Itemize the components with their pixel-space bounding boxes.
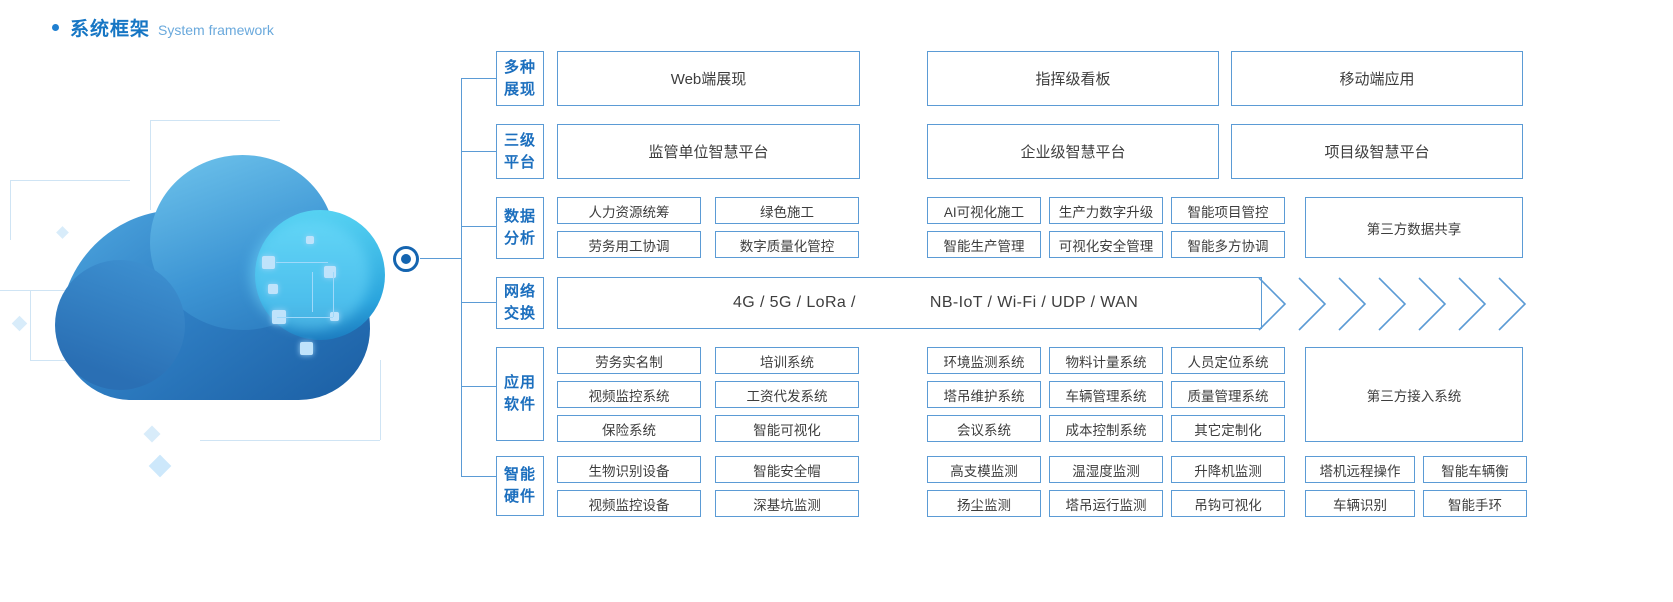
cell-crane-operation-monitoring[interactable]: 塔吊运行监测 [1049, 490, 1163, 517]
cell-vehicle-recognition[interactable]: 车辆识别 [1305, 490, 1415, 517]
cell-smart-helmet[interactable]: 智能安全帽 [715, 456, 859, 483]
row-label-line1: 智能 [503, 466, 536, 484]
cell-hoist-monitoring[interactable]: 升降机监测 [1171, 456, 1285, 483]
cell-tower-remote-operation[interactable]: 塔机远程操作 [1305, 456, 1415, 483]
row-network-exchange: 网络 交换 [496, 277, 544, 329]
box-project-platform[interactable]: 项目级智慧平台 [1231, 124, 1523, 179]
cell-hr-planning[interactable]: 人力资源统筹 [557, 197, 701, 224]
cloud-illustration [0, 60, 470, 530]
cell-vehicle-management[interactable]: 车辆管理系统 [1049, 381, 1163, 408]
cell-labor-coordination[interactable]: 劳务用工协调 [557, 231, 701, 258]
row-label-smart-hardware: 智能 硬件 [496, 456, 544, 516]
group-smart-hardware-left: 生物识别设备 智能安全帽 视频监控设备 深基坑监测 [557, 456, 860, 517]
tree-connector [406, 46, 501, 516]
connection-hub-node-icon [393, 246, 419, 272]
cell-cost-control[interactable]: 成本控制系统 [1049, 415, 1163, 442]
row-label-line1: 网络 [503, 283, 536, 301]
row-label-line2: 分析 [503, 230, 536, 247]
row-smart-hardware: 智能 硬件 [496, 456, 544, 516]
row-label-line2: 平台 [503, 153, 536, 171]
row-label-network-exchange: 网络 交换 [496, 277, 544, 329]
box-command-dashboard[interactable]: 指挥级看板 [927, 51, 1219, 106]
group-smart-hardware-right: 塔机远程操作 智能车辆衡 车辆识别 智能手环 [1305, 456, 1527, 517]
row-label-line1: 三级 [503, 131, 536, 149]
page-title: 系统框架 [70, 19, 151, 40]
group-data-analysis-left: 人力资源统筹 绿色施工 劳务用工协调 数字质量化管控 [557, 197, 860, 258]
cell-insurance-system[interactable]: 保险系统 [557, 415, 701, 442]
box-network-protocols[interactable]: 4G / 5G / LoRa / NB-IoT / Wi-Fi / UDP / … [557, 277, 1262, 329]
cell-dust-monitoring[interactable]: 扬尘监测 [927, 490, 1041, 517]
row-label-line1: 应用 [503, 374, 536, 392]
box-third-party-access-system[interactable]: 第三方接入系统 [1305, 347, 1523, 442]
group-app-software-left: 劳务实名制 培训系统 视频监控系统 工资代发系统 保险系统 智能可视化 [557, 347, 860, 442]
cell-temp-humidity-monitoring[interactable]: 温湿度监测 [1049, 456, 1163, 483]
group-smart-hardware-mid: 高支模监测 温湿度监测 升降机监测 扬尘监测 塔吊运行监测 吊钩可视化 [927, 456, 1297, 517]
cell-crane-maintenance[interactable]: 塔吊维护系统 [927, 381, 1041, 408]
cell-video-device[interactable]: 视频监控设备 [557, 490, 701, 517]
cell-smart-visualization[interactable]: 智能可视化 [715, 415, 859, 442]
cell-high-formwork-monitoring[interactable]: 高支模监测 [927, 456, 1041, 483]
cell-environment-monitoring[interactable]: 环境监测系统 [927, 347, 1041, 374]
row-application-software: 应用 软件 [496, 347, 544, 441]
group-app-software-mid: 环境监测系统 物料计量系统 人员定位系统 塔吊维护系统 车辆管理系统 质量管理系… [927, 347, 1297, 442]
bullet-dot-icon [52, 24, 59, 31]
row-data-analysis: 数据 分析 [496, 197, 544, 259]
cell-smart-wristband[interactable]: 智能手环 [1423, 490, 1527, 517]
cell-personnel-positioning[interactable]: 人员定位系统 [1171, 347, 1285, 374]
row-label-line2: 交换 [503, 305, 536, 322]
box-web-presentation[interactable]: Web端展现 [557, 51, 860, 106]
cell-green-construction[interactable]: 绿色施工 [715, 197, 859, 224]
cell-video-surveillance[interactable]: 视频监控系统 [557, 381, 701, 408]
cell-other-customization[interactable]: 其它定制化 [1171, 415, 1285, 442]
cell-smart-weighbridge[interactable]: 智能车辆衡 [1423, 456, 1527, 483]
row-three-level-platform: 三级 平台 [496, 124, 544, 179]
cell-labor-real-name[interactable]: 劳务实名制 [557, 347, 701, 374]
cell-visual-safety-mgmt[interactable]: 可视化安全管理 [1049, 231, 1163, 258]
row-presentation: 多种 展现 [496, 51, 544, 106]
row-label-line1: 数据 [503, 208, 536, 226]
row-label-presentation: 多种 展现 [496, 51, 544, 106]
cell-hook-visualization[interactable]: 吊钩可视化 [1171, 490, 1285, 517]
cell-deep-pit-monitoring[interactable]: 深基坑监测 [715, 490, 859, 517]
cell-digital-quality[interactable]: 数字质量化管控 [715, 231, 859, 258]
network-text-right: NB-IoT / Wi-Fi / UDP / WAN [929, 294, 1139, 311]
page-subtitle: System framework [158, 22, 274, 38]
box-regulator-platform[interactable]: 监管单位智慧平台 [557, 124, 860, 179]
row-label-line2: 软件 [503, 396, 536, 413]
cell-meeting-system[interactable]: 会议系统 [927, 415, 1041, 442]
network-flow-chevrons [1258, 277, 1527, 331]
row-label-line2: 硬件 [503, 488, 536, 505]
cell-training-system[interactable]: 培训系统 [715, 347, 859, 374]
box-mobile-application[interactable]: 移动端应用 [1231, 51, 1523, 106]
row-label-three-level-platform: 三级 平台 [496, 124, 544, 179]
row-label-data-analysis: 数据 分析 [496, 197, 544, 259]
cell-quality-management[interactable]: 质量管理系统 [1171, 381, 1285, 408]
cell-smart-project-control[interactable]: 智能项目管控 [1171, 197, 1285, 224]
cell-smart-multiparty[interactable]: 智能多方协调 [1171, 231, 1285, 258]
cell-payroll-system[interactable]: 工资代发系统 [715, 381, 859, 408]
row-label-line2: 展现 [503, 80, 536, 98]
group-data-analysis-mid: AI可视化施工 生产力数字升级 智能项目管控 智能生产管理 可视化安全管理 智能… [927, 197, 1297, 258]
row-label-application-software: 应用 软件 [496, 347, 544, 441]
cell-productivity-upgrade[interactable]: 生产力数字升级 [1049, 197, 1163, 224]
row-label-line1: 多种 [503, 58, 536, 76]
cell-biometric-device[interactable]: 生物识别设备 [557, 456, 701, 483]
cell-smart-production-mgmt[interactable]: 智能生产管理 [927, 231, 1041, 258]
cell-material-metering[interactable]: 物料计量系统 [1049, 347, 1163, 374]
box-enterprise-platform[interactable]: 企业级智慧平台 [927, 124, 1219, 179]
cell-ai-visual-construction[interactable]: AI可视化施工 [927, 197, 1041, 224]
network-text-left: 4G / 5G / LoRa / [733, 294, 856, 311]
page-header: 系统框架 System framework [52, 14, 274, 41]
box-third-party-data-sharing[interactable]: 第三方数据共享 [1305, 197, 1523, 258]
